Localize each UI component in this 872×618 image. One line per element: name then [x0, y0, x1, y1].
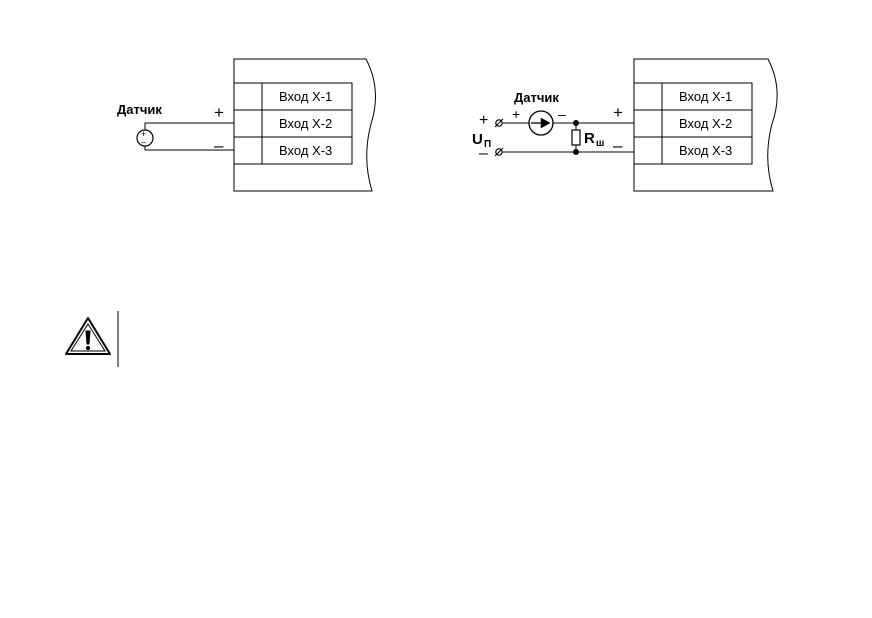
junction-dot-top — [573, 120, 579, 126]
diagram-right: Вход Х-1 Вход Х-2 Вход Х-3 + – Датчик + … — [472, 58, 778, 192]
terminal-slash-plus — [494, 118, 504, 128]
source-plus-sign: + — [141, 129, 146, 139]
device-outline-left — [233, 58, 376, 192]
current-arrow-head — [540, 117, 551, 129]
input-label-x2: Вход Х-2 — [279, 116, 332, 131]
sensor-minus-sign: – — [558, 106, 566, 122]
diagram-left: Вход Х-1 Вход Х-2 Вход Х-3 + – Датчик + … — [117, 58, 376, 192]
warning-block — [65, 311, 119, 367]
device-outline-right — [633, 58, 778, 192]
warning-triangle-icon — [65, 317, 111, 355]
sensor-source-icon — [136, 129, 154, 147]
supply-voltage-label: U — [472, 131, 483, 148]
resistor-label-sub: ш — [596, 138, 604, 149]
sensor-label: Датчик — [117, 102, 162, 117]
wire-minus — [144, 146, 234, 151]
junction-dot-bottom — [573, 149, 579, 155]
plus-sign: + — [214, 103, 224, 122]
minus-sign: – — [214, 136, 224, 155]
input-label-x3: Вход Х-3 — [679, 143, 732, 158]
input-label-x2: Вход Х-2 — [679, 116, 732, 131]
input-label-x3: Вход Х-3 — [279, 143, 332, 158]
supply-voltage-sub: П — [484, 139, 491, 150]
terminal-row-3 — [633, 136, 753, 165]
input-label-x1: Вход Х-1 — [279, 89, 332, 104]
input-label-x1: Вход Х-1 — [679, 89, 732, 104]
wire-plus — [144, 122, 234, 130]
supply-minus-sign: – — [479, 145, 488, 162]
shunt-resistor-icon — [571, 129, 581, 146]
plus-sign: + — [613, 103, 623, 122]
source-minus-sign: – — [141, 137, 146, 147]
sensor-label: Датчик — [514, 90, 559, 105]
sensor-plus-sign: + — [512, 106, 520, 122]
minus-sign: – — [613, 136, 623, 155]
terminal-slash-minus — [494, 147, 504, 157]
resistor-label: R — [584, 130, 595, 147]
supply-plus-sign: + — [479, 112, 488, 129]
